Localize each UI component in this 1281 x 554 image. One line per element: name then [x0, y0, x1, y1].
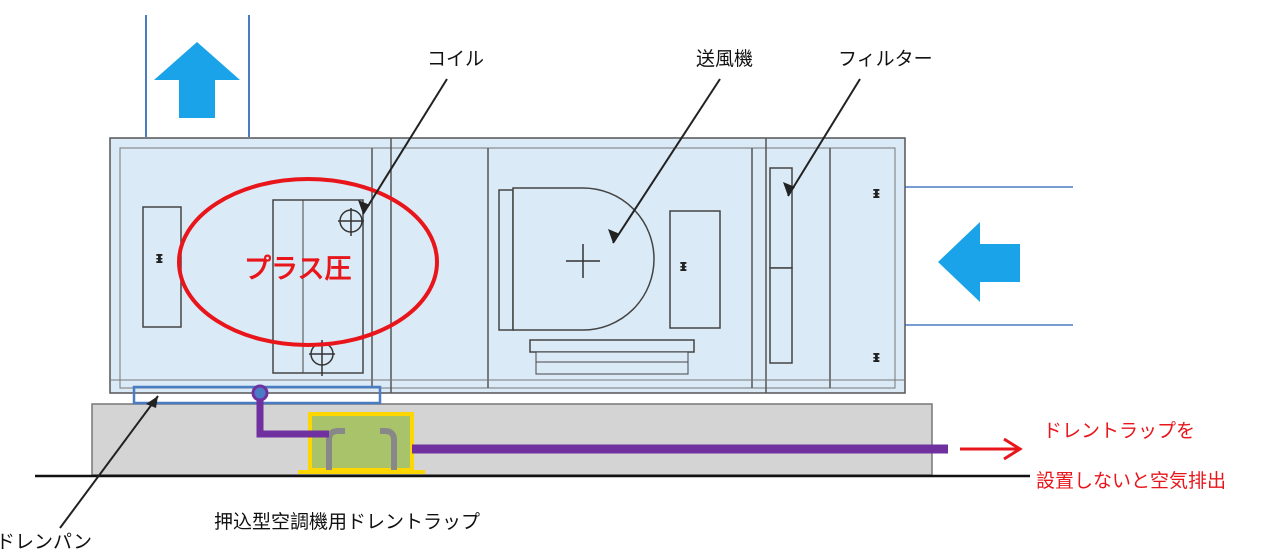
access-door-blower — [669, 210, 721, 329]
push-type-trap-label: 押込型空調機用ドレントラップ — [214, 511, 481, 533]
filter-leader-line — [787, 78, 861, 197]
door-handle-icon: ᵻ — [679, 256, 688, 275]
up-arrow-icon — [154, 42, 240, 118]
blower-leader-line — [612, 78, 721, 244]
left-arrow-icon — [938, 222, 1020, 302]
coil-label: コイル — [427, 48, 485, 70]
unit-inner-frame — [119, 147, 896, 389]
blower-base-top — [529, 339, 695, 353]
coil-panel — [272, 199, 304, 374]
access-door-left — [142, 206, 182, 328]
drain-pan-leader-line — [59, 395, 159, 529]
filter-label: フィルター — [838, 48, 933, 70]
drain-pipe-inlet — [256, 395, 329, 438]
blower-label: 送風機 — [696, 48, 754, 70]
base-foundation — [91, 403, 933, 476]
air-discharge-note: 設置しないと空気排出 — [1036, 470, 1227, 492]
drain-trap-note: ドレントラップを — [1043, 420, 1196, 442]
trap-inner-pipe-right — [380, 428, 397, 470]
filter-top — [769, 167, 793, 269]
drain-outlet-icon — [251, 384, 269, 402]
blower-base-bottom — [535, 361, 689, 375]
filter-bottom — [769, 267, 793, 364]
door-handle-icon: ᵻ — [872, 183, 881, 202]
blower-base-mid — [535, 351, 689, 363]
coil-frame — [272, 199, 364, 374]
pressure-label: プラス圧 — [244, 254, 352, 285]
door-handle-icon: ᵻ — [872, 347, 881, 366]
trap-inner-pipe-left — [326, 428, 345, 470]
drain-pan-label: ドレンパン — [0, 531, 92, 553]
coil-leader-line — [362, 78, 448, 215]
door-handle-icon: ᵻ — [155, 248, 164, 267]
pressure-zone-ellipse — [177, 177, 439, 347]
blower-outlet — [498, 189, 514, 331]
